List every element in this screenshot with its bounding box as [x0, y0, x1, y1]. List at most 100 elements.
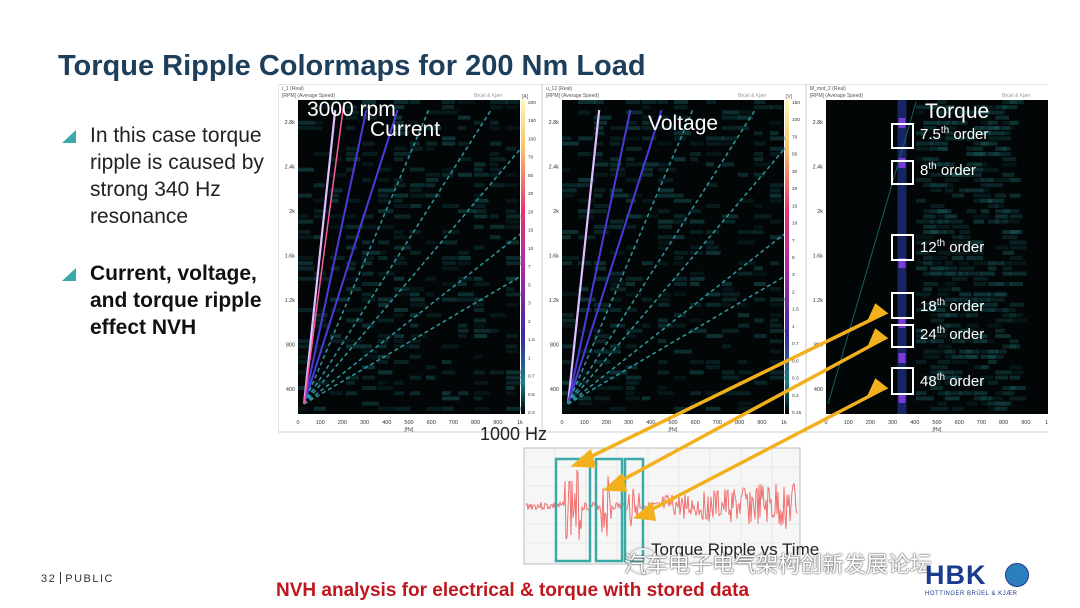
panel-ylabel: [RPM] (Average Speed)	[546, 93, 599, 99]
order-line	[567, 109, 756, 405]
x-tick-label: 900	[757, 420, 766, 426]
x-tick-label: 700	[449, 420, 458, 426]
colorbar-tick: 0.5	[792, 358, 799, 364]
y-tick-label: 2.4k	[285, 165, 296, 171]
x-tick-label: 1k	[781, 420, 787, 426]
order-line	[567, 109, 694, 405]
order-box	[891, 234, 914, 261]
order-label: 18th order	[920, 297, 985, 315]
colorbar	[785, 100, 789, 414]
colormap-panel: u_12 (Real)[RPM] (Average Speed)Brüel & …	[541, 84, 809, 433]
order-line	[303, 109, 399, 405]
page-number: 32	[41, 573, 57, 585]
x-tick-label: 1k	[517, 420, 523, 426]
x-tick-label: 600	[427, 420, 436, 426]
panel-title-current: Current	[370, 118, 441, 141]
arrow-head-icon	[632, 501, 657, 522]
unit-label: [V]	[786, 94, 793, 100]
x-tick-label: 800	[999, 420, 1008, 426]
colorbar-tick: 100	[792, 117, 800, 123]
order-line	[567, 109, 663, 405]
x-tick-label: 800	[735, 420, 744, 426]
colorbar-tick: 200	[528, 100, 536, 106]
panel-title-torque: Torque	[925, 100, 990, 123]
colorbar-tick: 0.15	[792, 410, 802, 416]
colorbar-tick: 150	[528, 118, 536, 124]
colorbar	[521, 100, 525, 414]
x-tick-label: 900	[493, 420, 502, 426]
x-tick-label: 100	[316, 420, 325, 426]
y-tick-label: 2.8k	[813, 120, 824, 126]
colormap-panel: M_mot_2 (Real)[RPM] (Average Speed)Brüel…	[805, 84, 1048, 433]
x-tick-label: 600	[691, 420, 700, 426]
y-tick-label: 2.8k	[285, 120, 296, 126]
x-tick-label: 400	[910, 420, 919, 426]
brand-label: Brüel & Kjær	[474, 93, 503, 99]
colorbar-tick: 15	[792, 203, 798, 209]
y-tick-label: 400	[286, 387, 295, 393]
logo-text: HBK	[925, 560, 987, 590]
y-tick-label: 2.4k	[813, 165, 824, 171]
colorbar-tick: 2	[528, 319, 531, 325]
x-tick-label: 0	[296, 420, 299, 426]
x-axis-unit: [Hz]	[405, 427, 415, 433]
order-line	[303, 109, 492, 405]
callout-arrows	[570, 303, 889, 522]
x-tick-label: 700	[977, 420, 986, 426]
frequency-label: 1000 Hz	[480, 424, 548, 444]
y-tick-label: 1.2k	[813, 298, 824, 304]
arrow-head-icon	[866, 303, 889, 323]
colorbar-tick: 7	[528, 264, 531, 270]
order-label: 8th order	[920, 161, 976, 179]
order-line	[303, 233, 521, 405]
y-tick-label: 800	[286, 343, 295, 349]
panel-header: M_mot_2 (Real)	[810, 86, 846, 92]
x-tick-label: 0	[560, 420, 563, 426]
colorbar-tick: 70	[792, 134, 798, 140]
colorbar-tick: 100	[528, 136, 536, 142]
slide-caption: NVH analysis for electrical & torque wit…	[276, 580, 750, 601]
watermark: 汽车电子电气架构创新发展论坛	[624, 552, 933, 577]
x-tick-label: 200	[338, 420, 347, 426]
order-box	[891, 292, 914, 319]
x-axis-unit: [Hz]	[933, 427, 943, 433]
brand-label: Brüel & Kjær	[1002, 93, 1031, 99]
arrow-head-icon	[602, 472, 628, 492]
order-line	[303, 101, 345, 405]
y-tick-label: 2k	[553, 209, 559, 215]
order-box	[891, 160, 914, 185]
colorbar-tick: 50	[792, 152, 798, 158]
y-tick-label: 1.2k	[549, 298, 560, 304]
time-plot-label: Torque Ripple vs Time	[651, 540, 820, 559]
order-boxes	[891, 123, 914, 395]
colorbar-tick: 1.5	[528, 337, 535, 343]
y-tick-label: 2.8k	[549, 120, 560, 126]
y-tick-label: 2k	[817, 209, 823, 215]
triangle-bullet-icon	[62, 130, 76, 143]
arrow-head-icon	[570, 448, 597, 468]
colormap-panels: i_1 (Real)[RPM] (Average Speed)Brüel & K…	[278, 84, 1048, 433]
x-tick-label: 600	[955, 420, 964, 426]
colorbar-tick: 30	[792, 169, 798, 175]
bullet-text: Current, voltage, and torque ripple effe…	[90, 262, 262, 339]
colorbar-tick: 3	[528, 301, 531, 307]
arrow-head-icon	[866, 328, 889, 349]
x-tick-label: 500	[932, 420, 941, 426]
y-tick-label: 2k	[289, 209, 295, 215]
colorbar-tick: 30	[528, 191, 534, 197]
colorbar-tick: 50	[528, 173, 534, 179]
x-tick-label: 200	[866, 420, 875, 426]
colorbar-tick: 20	[792, 186, 798, 192]
panel-ylabel: [RPM] (Average Speed)	[282, 93, 335, 99]
colorbar-tick: 7	[792, 238, 795, 244]
order-line	[566, 109, 601, 405]
order-label: 24th order	[920, 325, 985, 343]
colorbar-tick: 10	[792, 221, 798, 227]
y-tick-label: 2.4k	[549, 165, 560, 171]
arrow	[614, 336, 886, 486]
arrow	[644, 386, 886, 515]
highlight-box	[594, 457, 624, 563]
x-tick-label: 800	[471, 420, 480, 426]
arrow-head-icon	[866, 378, 889, 398]
